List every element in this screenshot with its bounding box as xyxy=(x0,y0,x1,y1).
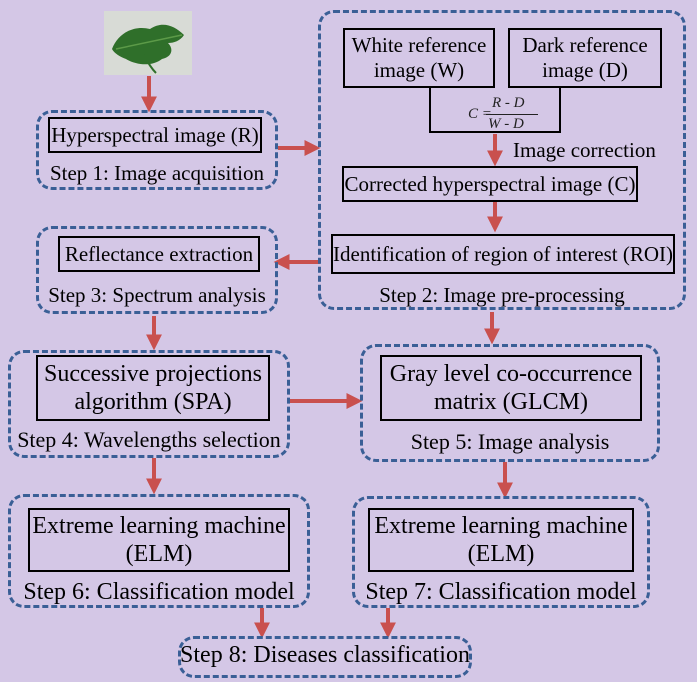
step5-container xyxy=(360,344,660,462)
elm-left-line2: (ELM) xyxy=(125,541,193,567)
elm-left-line1: Extreme learning machine xyxy=(32,512,286,539)
spa-line1: Successive projections xyxy=(44,360,262,387)
step7-label: Step 7: Classification model xyxy=(365,579,637,605)
elm-box-left: Extreme learning machine (ELM) xyxy=(28,508,290,572)
formula-denominator: W - D xyxy=(488,116,524,132)
formula-bracket xyxy=(429,88,561,133)
white-reference-line1: White reference xyxy=(351,33,487,58)
reflectance-box: Reflectance extraction xyxy=(58,236,260,272)
tomato-leaf-image xyxy=(104,11,192,75)
hyperspectral-image-box: Hyperspectral image (R) xyxy=(48,117,262,153)
step7-container xyxy=(352,496,650,608)
dark-reference-line2: image (D) xyxy=(542,58,628,82)
spa-box: Successive projections algorithm (SPA) xyxy=(36,355,270,421)
step2-container xyxy=(318,10,686,310)
step4-label: Step 4: Wavelengths selection xyxy=(17,427,281,452)
white-reference-line2: image (W) xyxy=(373,58,465,82)
white-reference-box: White reference image (W) xyxy=(343,28,495,88)
step8-label: Step 8: Diseases classification xyxy=(180,642,470,668)
step4-container xyxy=(8,350,290,458)
spa-line2: algorithm (SPA) xyxy=(74,389,232,415)
corrected-image-box: Corrected hyperspectral image (C) xyxy=(342,166,638,202)
dark-reference-box: Dark reference image (D) xyxy=(508,28,662,88)
formula-numerator: R - D xyxy=(492,95,525,111)
dark-reference-line1: Dark reference xyxy=(522,33,648,58)
image-correction-label: Image correction xyxy=(513,138,656,162)
step5-label: Step 5: Image analysis xyxy=(410,429,610,454)
correction-formula: C = R - D W - D xyxy=(468,95,548,135)
formula-fraction-bar xyxy=(486,114,538,115)
elm-box-right: Extreme learning machine (ELM) xyxy=(368,508,634,572)
corrected-image-label: Corrected hyperspectral image (C) xyxy=(344,171,636,196)
step6-label: Step 6: Classification model xyxy=(23,579,295,605)
step8-container xyxy=(178,636,472,678)
roi-box: Identification of region of interest (RO… xyxy=(331,234,675,274)
step3-container xyxy=(36,226,278,314)
step3-label: Step 3: Spectrum analysis xyxy=(48,283,266,307)
hyperspectral-image-label: Hyperspectral image (R) xyxy=(51,122,259,147)
glcm-line1: Gray level co-occurrence xyxy=(389,360,633,387)
step1-container xyxy=(36,110,278,190)
formula-lhs: C = xyxy=(468,106,492,122)
glcm-line2: matrix (GLCM) xyxy=(434,389,588,415)
elm-right-line2: (ELM) xyxy=(467,541,535,567)
roi-label: Identification of region of interest (RO… xyxy=(333,241,673,266)
glcm-box: Gray level co-occurrence matrix (GLCM) xyxy=(380,355,642,421)
step2-label: Step 2: Image pre-processing xyxy=(379,283,625,307)
step1-label: Step 1: Image acquisition xyxy=(49,161,265,185)
reflectance-label: Reflectance extraction xyxy=(64,241,254,266)
step6-container xyxy=(8,494,310,608)
elm-right-line1: Extreme learning machine xyxy=(374,512,628,539)
